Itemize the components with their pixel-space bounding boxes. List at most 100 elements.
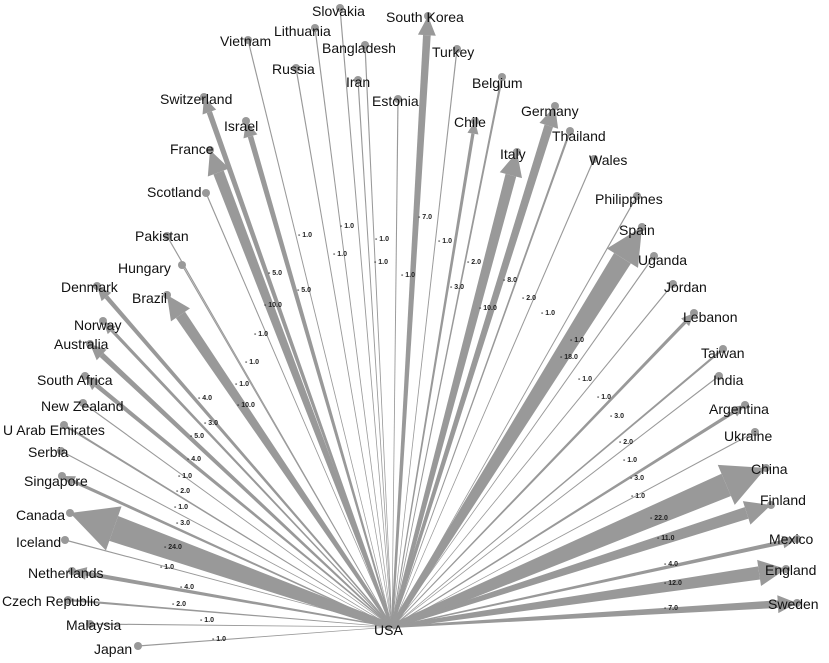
node-label-slovakia: Slovakia [312, 3, 365, 19]
node-italy [513, 148, 521, 156]
node-label-japan: Japan [94, 641, 132, 657]
edge-weight-switzerland: - 5.0 [268, 270, 282, 277]
edge-usa-sweden [391, 600, 779, 628]
edge-weight-singapore: - 3.0 [176, 520, 190, 527]
node-label-germany: Germany [521, 103, 579, 119]
arrowhead-france [207, 150, 230, 177]
edge-usa-taiwan [391, 348, 724, 628]
node-label-south-korea: South Korea [386, 9, 464, 25]
node-australia [86, 340, 94, 348]
node-label-hungary: Hungary [118, 260, 171, 276]
node-pakistan [163, 232, 171, 240]
edge-weight-estonia: - 1.0 [401, 272, 415, 279]
edge-usa-france [213, 170, 394, 628]
edge-usa-turkey [391, 48, 458, 628]
node-mexico [793, 535, 801, 543]
edge-weight-uganda: - 1.0 [578, 376, 592, 383]
edge-usa-germany [390, 124, 553, 628]
edge-usa-scotland [205, 192, 393, 628]
edge-usa-belgium [391, 76, 504, 628]
node-uganda [650, 252, 658, 260]
edge-weight-czech-republic: - 2.0 [172, 601, 186, 608]
edge-usa-uganda [391, 255, 655, 628]
edge-weight-russia: - 1.0 [333, 251, 347, 258]
node-label-bangladesh: Bangladesh [322, 40, 396, 56]
node-label-lithuania: Lithuania [274, 23, 331, 39]
node-france [206, 146, 214, 154]
node-spain [638, 223, 646, 231]
edge-usa-chile [391, 133, 475, 628]
edge-weight-u-arab-emirates: - 2.0 [176, 488, 190, 495]
node-finland [767, 501, 775, 509]
edge-weight-norway: - 3.0 [204, 420, 218, 427]
edge-weight-argentina: - 3.0 [630, 475, 644, 482]
arrowhead-china [717, 464, 766, 505]
edge-weight-denmark: - 4.0 [198, 395, 212, 402]
node-label-iran: Iran [346, 74, 370, 90]
edge-usa-finland [391, 507, 749, 629]
node-label-italy: Italy [500, 146, 526, 162]
edge-usa-canada [109, 516, 394, 631]
node-label-vietnam: Vietnam [220, 33, 271, 49]
node-sweden [793, 599, 801, 607]
edge-usa-new-zealand [82, 402, 393, 628]
node-label-china: China [751, 461, 788, 477]
node-label-jordan: Jordan [664, 279, 707, 295]
node-thailand [566, 127, 574, 135]
arrowhead-argentina [731, 405, 745, 417]
node-label-new-zealand: New Zealand [41, 398, 124, 414]
node-label-canada: Canada [16, 507, 65, 523]
node-wales [590, 155, 598, 163]
edge-weight-malaysia: - 1.0 [200, 617, 214, 624]
edge-usa-south-africa [94, 383, 393, 628]
arrowhead-singapore [62, 476, 76, 487]
edge-usa-czech-republic [67, 598, 393, 628]
edge-weight-sweden: - 7.0 [664, 605, 678, 612]
arrowhead-england [757, 559, 786, 587]
node-label-finland: Finland [760, 492, 806, 508]
edge-weight-france: - 10.0 [264, 302, 282, 309]
arrowhead-spain [606, 227, 642, 268]
node-label-denmark: Denmark [61, 279, 119, 295]
node-label-england: England [765, 562, 816, 578]
node-label-chile: Chile [454, 114, 486, 130]
node-label-sweden: Sweden [768, 596, 819, 612]
edge-usa-switzerland [206, 111, 393, 628]
node-label-turkey: Turkey [432, 44, 474, 60]
node-label-philippines: Philippines [595, 191, 663, 207]
node-label-lebanon: Lebanon [683, 309, 738, 325]
edge-usa-england [391, 566, 761, 629]
arrowhead-sweden [777, 595, 797, 614]
node-label-u-arab-emirates: U Arab Emirates [3, 422, 105, 438]
edge-weight-jordan: - 1.0 [597, 394, 611, 401]
node-russia [292, 64, 300, 72]
node-brazil [163, 291, 171, 299]
edge-usa-australia [99, 352, 393, 628]
edge-usa-israel [247, 135, 393, 628]
node-label-israel: Israel [224, 118, 258, 134]
edge-weight-bangladesh: - 1.0 [375, 236, 389, 243]
edge-weight-netherlands: - 4.0 [180, 584, 194, 591]
edge-weight-chile: - 3.0 [450, 284, 464, 291]
edge-weight-hungary: - 1.0 [235, 381, 249, 388]
edge-weight-spain: - 18.0 [560, 354, 578, 361]
edge-weight-lithuania: - 1.0 [340, 223, 354, 230]
node-label-ukraine: Ukraine [724, 428, 772, 444]
node-turkey [453, 45, 461, 53]
node-label-taiwan: Taiwan [701, 345, 745, 361]
node-label-belgium: Belgium [472, 75, 523, 91]
arrowhead-lebanon [681, 313, 694, 327]
edge-weight-taiwan: - 2.0 [619, 439, 633, 446]
node-israel [242, 117, 250, 125]
edge-usa-mexico [391, 539, 784, 628]
node-china [762, 464, 770, 472]
arrowhead-australia [90, 344, 107, 361]
arrowhead-norway [103, 321, 116, 335]
node-label-spain: Spain [619, 222, 655, 238]
edge-weight-england: - 12.0 [664, 580, 682, 587]
node-england [782, 565, 790, 573]
edge-usa-thailand [391, 130, 572, 628]
edge-usa-brazil [175, 311, 394, 628]
edge-usa-netherlands [85, 571, 393, 628]
edge-weight-japan: - 1.0 [212, 636, 226, 643]
